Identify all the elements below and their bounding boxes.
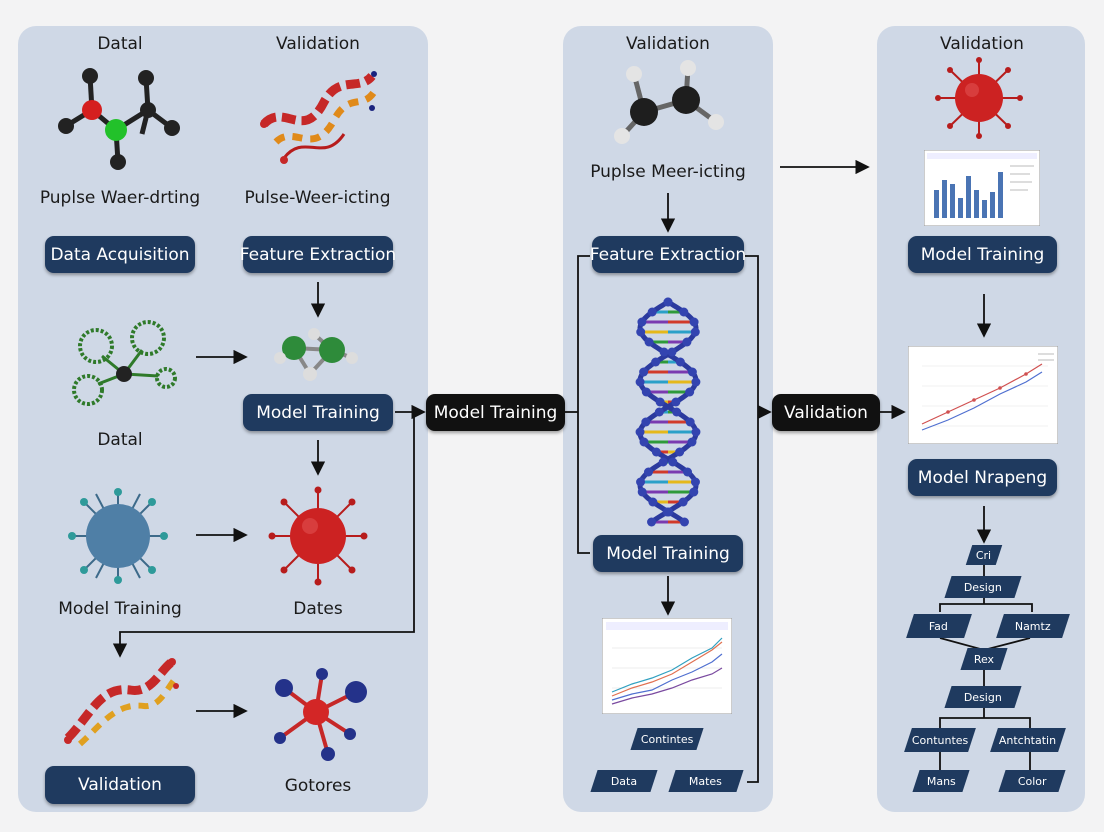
ethane-molecule-illustration (614, 60, 724, 144)
data-node: Data (590, 770, 658, 792)
caption-model-training: Model Training (58, 599, 182, 619)
model-training-button-2[interactable]: Model Training (593, 535, 743, 572)
validation-bridge-box[interactable]: Validation (772, 394, 880, 431)
contintes-node: Contintes (630, 728, 704, 750)
line-chart-thumbnail (602, 618, 732, 714)
panel1-top-label-validation: Validation (276, 34, 360, 54)
flow-node-mans: Mans (912, 770, 970, 792)
flow-node-rex: Rex (960, 648, 1008, 670)
caption-datal: Datal (97, 430, 143, 450)
green-ring-molecule-illustration (72, 320, 177, 406)
model-training-button[interactable]: Model Training (243, 394, 393, 431)
protein-ribbon-illustration-2 (64, 658, 179, 747)
red-virus-illustration (268, 486, 368, 586)
feature-extraction-button-2[interactable]: Feature Extraction (590, 236, 746, 273)
bracket-right (745, 255, 759, 783)
feature-extraction-button[interactable]: Feature Extraction (240, 236, 396, 273)
model-napeng-button[interactable]: Model Nrapeng (908, 459, 1057, 496)
red-virus-illustration-2 (935, 57, 1023, 139)
caption-pulse-weer-icting: Pulse-Weer-icting (244, 188, 391, 208)
blue-virus-illustration (68, 488, 168, 584)
flow-node-design-1: Design (944, 576, 1022, 598)
model-training-button-3[interactable]: Model Training (908, 236, 1057, 273)
validation-button[interactable]: Validation (45, 766, 195, 804)
caption-puplse-meer-icting: Puplse Meer-icting (590, 162, 746, 182)
bracket-left (577, 255, 590, 554)
model-training-bridge-box[interactable]: Model Training (426, 394, 565, 431)
mates-node: Mates (668, 770, 744, 792)
dna-helix-illustration (635, 297, 701, 527)
caption-dates: Dates (293, 599, 343, 619)
flow-node-design-2: Design (944, 686, 1022, 708)
trend-chart-thumbnail (908, 346, 1058, 444)
panel3-title: Validation (940, 34, 1024, 54)
arrow-loop-back (112, 412, 415, 658)
red-blue-molecule-illustration (274, 668, 367, 761)
small-molecule-illustration (274, 328, 358, 381)
caption-gotores: Gotores (284, 776, 352, 796)
molecule-illustration (58, 68, 180, 170)
flow-node-fad: Fad (906, 614, 972, 638)
data-acquisition-button[interactable]: Data Acquisition (45, 236, 195, 273)
bar-chart-thumbnail (924, 150, 1040, 226)
flow-node-color: Color (998, 770, 1066, 792)
protein-ribbon-illustration (260, 71, 377, 164)
caption-puplse-waer-drting: Puplse Waer-drting (39, 188, 201, 208)
panel2-title: Validation (626, 34, 710, 54)
flow-node-namtz: Namtz (996, 614, 1070, 638)
flow-node-contuntes: Contuntes (904, 728, 976, 752)
panel1-top-label-datal: Datal (97, 34, 143, 54)
flow-node-antchtatin: Antchtatin (990, 728, 1066, 752)
